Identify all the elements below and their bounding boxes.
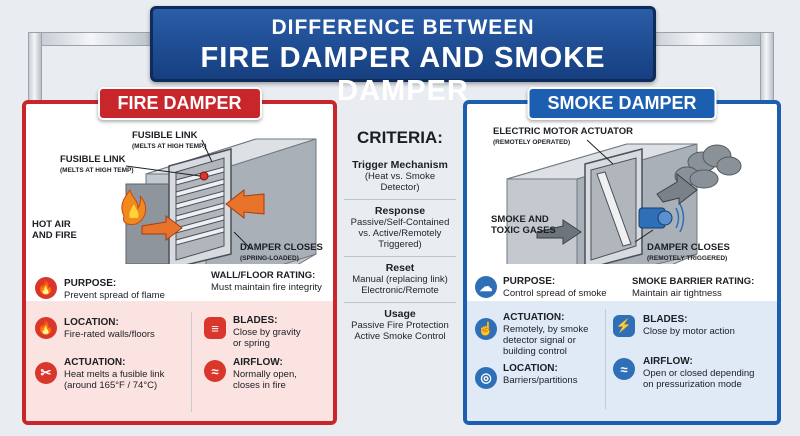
criteria-title: Usage: [384, 308, 416, 320]
fire-actuation-title: ACTUATION:: [64, 357, 126, 368]
smoke-barrier-rating-text: Maintain air tightness: [632, 288, 722, 299]
smoke-blades-text: Close by motor action: [643, 326, 735, 337]
fire-airflow-text: Normally open, closes in fire: [233, 369, 297, 391]
criteria-item: Usage Passive Fire Protection Active Smo…: [344, 302, 456, 348]
airflow-icon: ≈: [204, 360, 226, 382]
pipe-left-vertical: [28, 32, 42, 104]
smoke-actuation-text: Remotely, by smoke detector signal or bu…: [503, 324, 589, 357]
airflow-icon: ≈: [613, 358, 635, 380]
criteria-item: Reset Manual (replacing link) Electronic…: [344, 256, 456, 302]
fusible-link-icon: ✂: [35, 362, 57, 384]
cloud-icon: ☁: [475, 276, 497, 298]
title-line1: DIFFERENCE BETWEEN: [271, 16, 535, 39]
motor-actuator-graphic: [638, 203, 685, 233]
smoke-damper-closes-label: DAMPER CLOSES (REMOTELY TRIGGERED): [647, 242, 730, 262]
fire-damper-panel: FIRE DAMPER: [22, 87, 337, 425]
fire-vertical-divider: [191, 312, 192, 412]
blades-icon: ≡: [204, 317, 226, 339]
criteria-item: Response Passive/Self-Contained vs. Acti…: [344, 199, 456, 256]
fire-location-title: LOCATION:: [64, 317, 119, 328]
fire-purpose-title: PURPOSE:: [64, 278, 117, 289]
fire-actuation-text: Heat melts a fusible link (around 165°F …: [64, 369, 165, 391]
location-icon: ◎: [475, 367, 497, 389]
fire-purpose-text: Prevent spread of flame: [64, 290, 165, 301]
smoke-purpose-title: PURPOSE:: [503, 276, 556, 287]
criteria-column: CRITERIA: Trigger Mechanism (Heat vs. Sm…: [344, 128, 456, 348]
criteria-item: Trigger Mechanism (Heat vs. Smoke Detect…: [344, 154, 456, 199]
fire-details-area: [26, 301, 333, 421]
touch-icon: ☝: [475, 318, 497, 340]
title-line2: FIRE DAMPER AND SMOKE DAMPER: [200, 42, 606, 107]
title-banner: DIFFERENCE BETWEEN FIRE DAMPER AND SMOKE…: [150, 6, 656, 107]
fire-location-text: Fire-rated walls/floors: [64, 329, 155, 340]
smoke-vertical-divider: [605, 309, 606, 409]
criteria-title: Trigger Mechanism: [352, 159, 448, 171]
smoke-location-title: LOCATION:: [503, 363, 558, 374]
fire-flame-graphic: [121, 188, 146, 225]
smoke-gases-label: SMOKE AND TOXIC GASES: [491, 214, 556, 236]
criteria-heading: CRITERIA:: [357, 128, 443, 147]
hot-air-label: HOT AIR AND FIRE: [32, 219, 77, 241]
criteria-title: Response: [374, 205, 426, 217]
flame-icon: 🔥: [35, 317, 57, 339]
pipe-left-horizontal: [40, 32, 154, 46]
smoke-damper-illustration: [506, 139, 742, 264]
smoke-damper-panel: SMOKE DAMPER: [463, 87, 781, 425]
smoke-location-text: Barriers/partitions: [503, 375, 578, 386]
fire-damper-illustration: [121, 138, 317, 264]
smoke-purpose-text: Control spread of smoke: [503, 288, 607, 299]
fire-blades-title: BLADES:: [233, 315, 278, 326]
pipe-right-horizontal: [648, 32, 762, 46]
fire-airflow-title: AIRFLOW:: [233, 357, 283, 368]
wall-floor-rating-title: WALL/FLOOR RATING:: [211, 270, 316, 281]
smoke-damper-heading: SMOKE DAMPER: [527, 87, 717, 120]
smoke-actuation-title: ACTUATION:: [503, 312, 565, 323]
smoke-barrier-rating-title: SMOKE BARRIER RATING:: [632, 276, 755, 287]
lightning-icon: ⚡: [613, 315, 635, 337]
motor-actuator-label: ELECTRIC MOTOR ACTUATOR (REMOTELY OPERAT…: [493, 126, 634, 146]
fire-damper-heading: FIRE DAMPER: [97, 87, 262, 120]
fusible-link-left-label: FUSIBLE LINK (MELTS AT HIGH TEMP): [60, 154, 134, 174]
wall-floor-rating-text: Must maintain fire integrity: [211, 282, 322, 293]
fire-blades: [175, 166, 225, 246]
criteria-title: Reset: [385, 262, 415, 274]
smoke-blades-title: BLADES:: [643, 314, 688, 325]
pipe-right-vertical: [760, 32, 774, 104]
smoke-airflow-text: Open or closed depending on pressurizati…: [643, 368, 755, 390]
flame-icon: 🔥: [35, 277, 57, 299]
fire-blades-text: Close by gravity or spring: [233, 327, 301, 349]
fusible-link-top-label: FUSIBLE LINK (MELTS AT HIGH TEMP.): [132, 130, 207, 150]
smoke-airflow-title: AIRFLOW:: [643, 356, 693, 367]
fire-damper-closes-label: DAMPER CLOSES (SPRING-LOADED): [240, 242, 323, 262]
